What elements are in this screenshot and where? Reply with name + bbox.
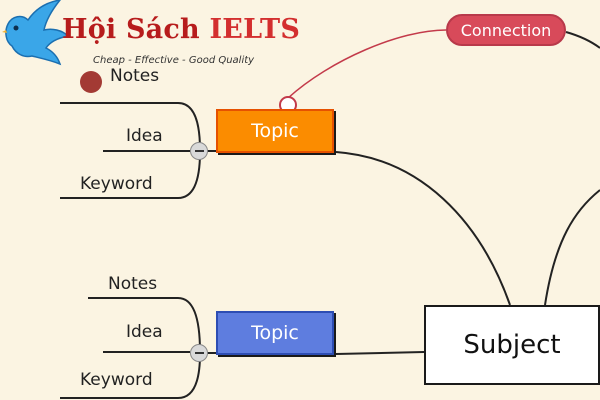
- leaf-keyword-2[interactable]: Keyword: [80, 370, 153, 390]
- connection-arc: [565, 31, 600, 49]
- leaf-keyword-1[interactable]: Keyword: [80, 174, 153, 194]
- brand-tagline: Cheap - Effective - Good Quality: [93, 55, 255, 66]
- topic1-subject-curve: [335, 151, 511, 306]
- leaf-notes-2[interactable]: Notes: [108, 274, 158, 294]
- bird-logo-icon: [2, 0, 70, 66]
- topic2-subject-line: [335, 351, 425, 355]
- notes-marker-icon: [80, 71, 102, 93]
- brand-title-highlight: IELTS: [209, 14, 301, 45]
- connection-relation-line: [287, 29, 447, 99]
- topic-node-orange[interactable]: Topic: [216, 109, 334, 153]
- leaf-line-keyword-1: [60, 151, 201, 199]
- leaf-idea-2[interactable]: Idea: [126, 322, 163, 342]
- topic-node-blue[interactable]: Topic: [216, 311, 334, 355]
- connection-node[interactable]: Connection: [446, 14, 566, 46]
- brand-title: Hội Sách IELTS: [62, 14, 300, 45]
- leaf-line-keyword-2: [60, 353, 201, 399]
- collapse-branch-2-button[interactable]: [190, 344, 208, 362]
- leaf-line-notes-2: [88, 297, 201, 353]
- collapse-branch-1-button[interactable]: [190, 142, 208, 160]
- subject-node[interactable]: Subject: [424, 305, 600, 385]
- leaf-notes-1[interactable]: Notes: [110, 66, 160, 86]
- leaf-line-notes-1: [60, 102, 201, 151]
- brand-title-prefix: Hội Sách: [62, 14, 210, 45]
- leaf-idea-1[interactable]: Idea: [126, 126, 163, 146]
- subject-right-curve: [544, 189, 600, 306]
